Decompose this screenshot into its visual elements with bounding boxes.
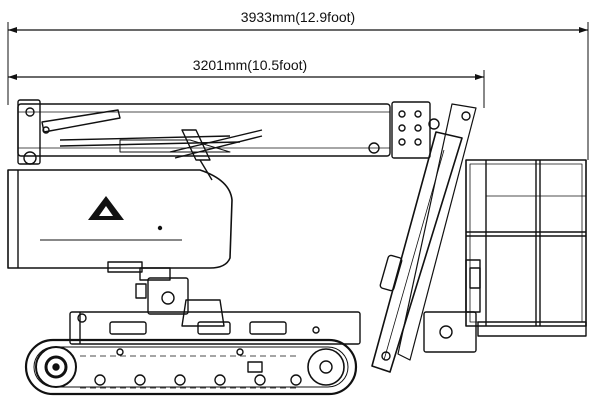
jib-arm [371, 103, 477, 373]
triangle-logo [88, 196, 124, 220]
boom-cylinders [41, 109, 263, 181]
chassis-length-dimension: 3201mm(10.5foot) [8, 57, 485, 108]
track-rollers [94, 348, 302, 386]
crawler-track [24, 338, 358, 396]
overall-length-dimension: 3933mm(12.9foot) [7, 9, 589, 160]
chassis-length-label: 3201mm(10.5foot) [193, 57, 307, 73]
turret-housing [7, 169, 233, 269]
drive-sprocket [35, 346, 77, 388]
overall-length-label: 3933mm(12.9foot) [241, 9, 355, 25]
idler-wheel [307, 348, 345, 386]
slew-assembly [107, 261, 225, 327]
undercarriage-deck [69, 311, 361, 345]
main-boom [17, 99, 440, 165]
work-platform [423, 159, 587, 353]
